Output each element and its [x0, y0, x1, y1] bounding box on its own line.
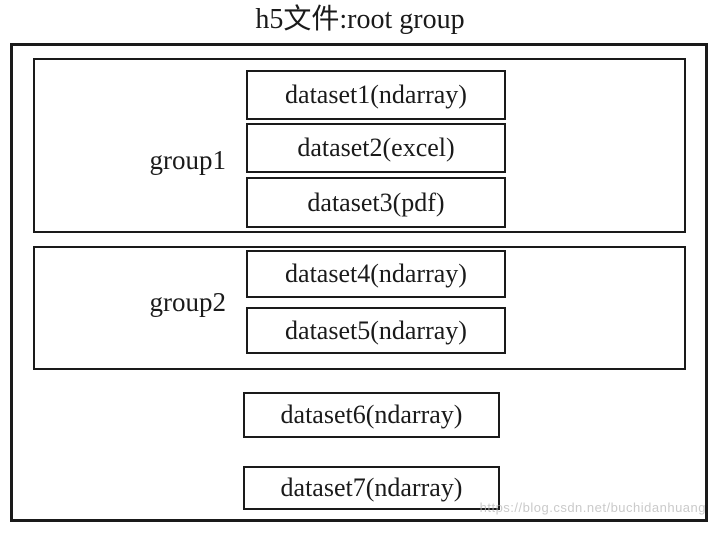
- dataset4-box: dataset4(ndarray): [246, 250, 506, 298]
- group2-box: group2 dataset4(ndarray) dataset5(ndarra…: [33, 246, 686, 370]
- dataset2-box: dataset2(excel): [246, 123, 506, 173]
- dataset5-box: dataset5(ndarray): [246, 307, 506, 354]
- dataset7-box: dataset7(ndarray): [243, 466, 500, 510]
- dataset6-box: dataset6(ndarray): [243, 392, 500, 438]
- group1-label: group1: [149, 145, 227, 175]
- page-title: h5文件:root group: [255, 4, 465, 35]
- dataset1-box: dataset1(ndarray): [246, 70, 506, 120]
- group1-box: group1 dataset1(ndarray) dataset2(excel)…: [33, 58, 686, 233]
- dataset3-box: dataset3(pdf): [246, 177, 506, 228]
- group2-label: group2: [149, 287, 227, 317]
- root-group-box: group1 dataset1(ndarray) dataset2(excel)…: [10, 43, 708, 522]
